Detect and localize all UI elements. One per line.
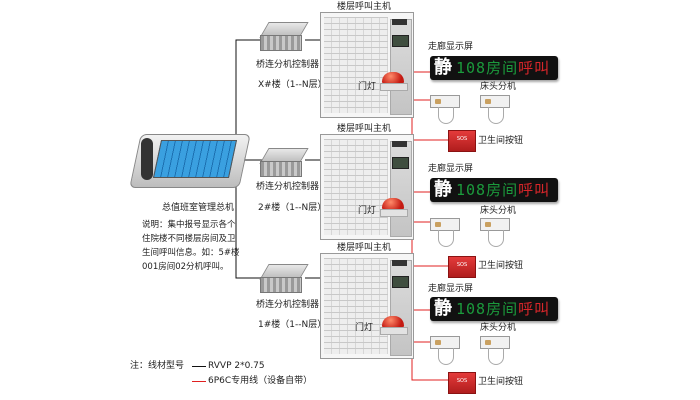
display-static-char: 静 <box>434 298 452 319</box>
main-console-label: 总值班室管理总机 <box>162 203 235 213</box>
legend-prefix: 注：线材型号 <box>130 361 185 371</box>
door-light <box>380 316 408 335</box>
bridge-controller <box>259 264 309 294</box>
toilet-call-button: SOS <box>448 256 476 278</box>
legend-black-line <box>192 366 206 367</box>
display-scroll-text: 108房间呼叫 <box>456 59 551 77</box>
bedside-label: 床头分机 <box>480 323 517 333</box>
bedside-label: 床头分机 <box>480 82 517 92</box>
display-static-char: 静 <box>434 179 452 200</box>
bedside-unit <box>430 218 460 248</box>
floor-host-label: 楼层呼叫主机 <box>337 243 392 253</box>
bedside-unit <box>480 336 510 366</box>
console-screen <box>152 140 238 178</box>
legend-black-label: RVVP 2*0.75 <box>208 361 265 371</box>
toilet-button-label: 卫生间按钮 <box>478 136 524 146</box>
main-console <box>129 128 251 190</box>
bridge-label: 桥连分机控制器 <box>256 300 320 310</box>
building-label: X#楼（1--N层） <box>258 80 327 90</box>
bridge-label: 桥连分机控制器 <box>256 60 320 70</box>
building-label: 2#楼（1--N层） <box>258 203 327 213</box>
door-light <box>380 198 408 217</box>
corridor-display: 静 108房间呼叫 <box>430 297 558 321</box>
floor-host-label: 楼层呼叫主机 <box>337 124 392 134</box>
corridor-display-label: 走廊显示屏 <box>428 164 474 174</box>
display-scroll-text: 108房间呼叫 <box>456 181 551 199</box>
door-light-label: 门灯 <box>358 82 377 92</box>
console-handset <box>141 138 153 180</box>
bridge-controller <box>259 148 309 178</box>
bedside-unit <box>430 95 460 125</box>
toilet-call-button: SOS <box>448 130 476 152</box>
corridor-display: 静 108房间呼叫 <box>430 56 558 80</box>
main-console-description: 说明：集中报号显示各个住院楼不同楼层房间及卫生间呼叫信息。如：5#楼001房间0… <box>142 220 240 272</box>
legend-red-label: 6P6C专用线（设备自带） <box>208 376 313 386</box>
toilet-button-label: 卫生间按钮 <box>478 377 524 387</box>
legend-red-line <box>192 381 206 382</box>
toilet-button-label: 卫生间按钮 <box>478 261 524 271</box>
door-light-label: 门灯 <box>355 323 374 333</box>
building-label: 1#楼（1--N层） <box>258 320 327 330</box>
display-static-char: 静 <box>434 57 452 78</box>
door-light-label: 门灯 <box>358 206 377 216</box>
door-light <box>380 72 408 91</box>
floor-call-host <box>320 12 414 118</box>
corridor-display-label: 走廊显示屏 <box>428 42 474 52</box>
floor-call-host <box>320 253 414 359</box>
floor-call-host <box>320 134 414 240</box>
bedside-unit <box>480 218 510 248</box>
bedside-label: 床头分机 <box>480 206 517 216</box>
bridge-label: 桥连分机控制器 <box>256 182 320 192</box>
corridor-display: 静 108房间呼叫 <box>430 178 558 202</box>
toilet-call-button: SOS <box>448 372 476 394</box>
bedside-unit <box>480 95 510 125</box>
floor-host-label: 楼层呼叫主机 <box>337 2 392 12</box>
display-scroll-text: 108房间呼叫 <box>456 300 551 318</box>
bridge-controller <box>259 22 309 52</box>
corridor-display-label: 走廊显示屏 <box>428 284 474 294</box>
bedside-unit <box>430 336 460 366</box>
